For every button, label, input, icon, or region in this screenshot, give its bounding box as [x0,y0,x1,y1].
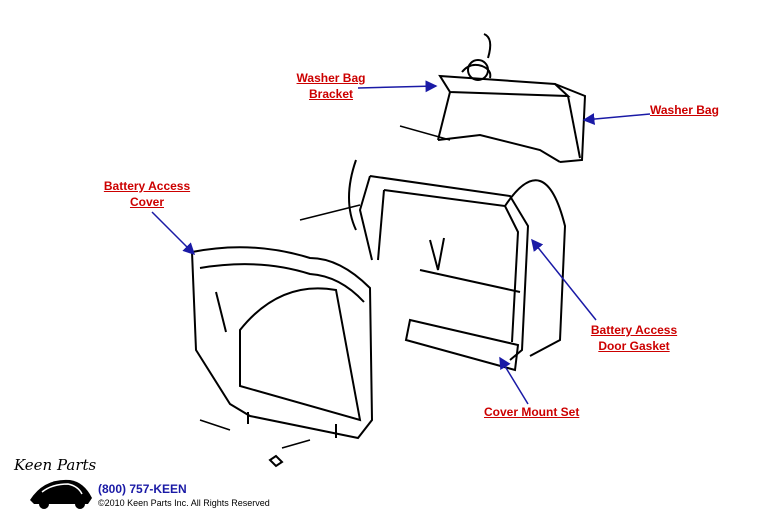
callout-battery-access-cover[interactable]: Battery Access Cover [98,178,196,210]
callout-door-gasket-line1: Battery Access [590,323,678,337]
svg-text:Keen Parts: Keen Parts [13,456,97,474]
door-frame-drawing [348,159,567,372]
callout-washer-bag-bracket-line1: Washer Bag [296,71,366,85]
footer-phone[interactable]: (800) 757-KEEN [98,482,187,496]
chassis-lines [199,125,451,449]
callout-battery-access-cover-line1: Battery Access [103,179,191,193]
footer-copyright: ©2010 Keen Parts Inc. All Rights Reserve… [98,498,270,508]
callout-door-gasket-line2: Door Gasket [598,339,670,353]
washer-bag-drawing [437,33,587,163]
arrow-cover-mount-set [499,356,529,405]
keen-parts-logo: Keen Parts [13,456,97,509]
arrow-door-gasket [531,238,597,321]
callout-washer-bag-line1: Washer Bag [650,103,719,117]
callout-cover-mount-set-line1: Cover Mount Set [484,405,580,419]
callout-battery-access-door-gasket[interactable]: Battery Access Door Gasket [586,322,682,354]
callout-washer-bag-bracket[interactable]: Washer Bag Bracket [288,70,374,102]
arrow-washer-bag-bracket [357,80,438,93]
callout-battery-access-cover-line2: Cover [129,195,164,209]
battery-cover-drawing [190,246,374,468]
arrow-washer-bag [582,113,651,126]
callout-washer-bag-bracket-line2: Bracket [308,87,354,101]
callout-cover-mount-set[interactable]: Cover Mount Set [484,404,579,420]
leader-arrows [151,80,651,405]
callout-washer-bag[interactable]: Washer Bag [650,102,719,118]
arrow-battery-access-cover [151,211,196,256]
